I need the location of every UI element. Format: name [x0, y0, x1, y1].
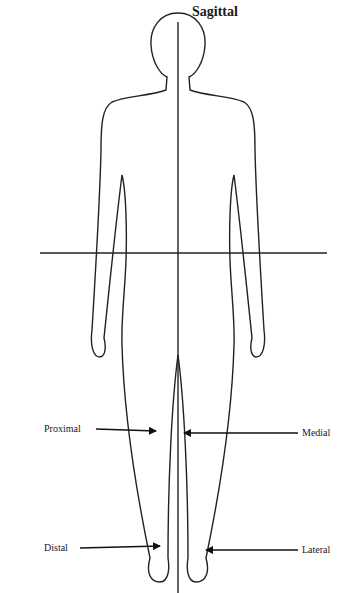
leader-arrow	[206, 549, 298, 550]
direction-label: Distal	[44, 542, 68, 554]
leader-arrows	[80, 429, 298, 550]
plane-label: Sagittal	[192, 4, 238, 20]
direction-label: Medial	[302, 427, 330, 439]
sagittal-plane-line	[177, 22, 178, 593]
direction-label: Proximal	[44, 423, 81, 435]
transverse-plane-line	[40, 252, 327, 253]
leader-arrow	[80, 546, 160, 548]
leader-arrow	[96, 429, 156, 431]
leader-arrow	[184, 432, 298, 433]
direction-label: Lateral	[302, 544, 330, 556]
